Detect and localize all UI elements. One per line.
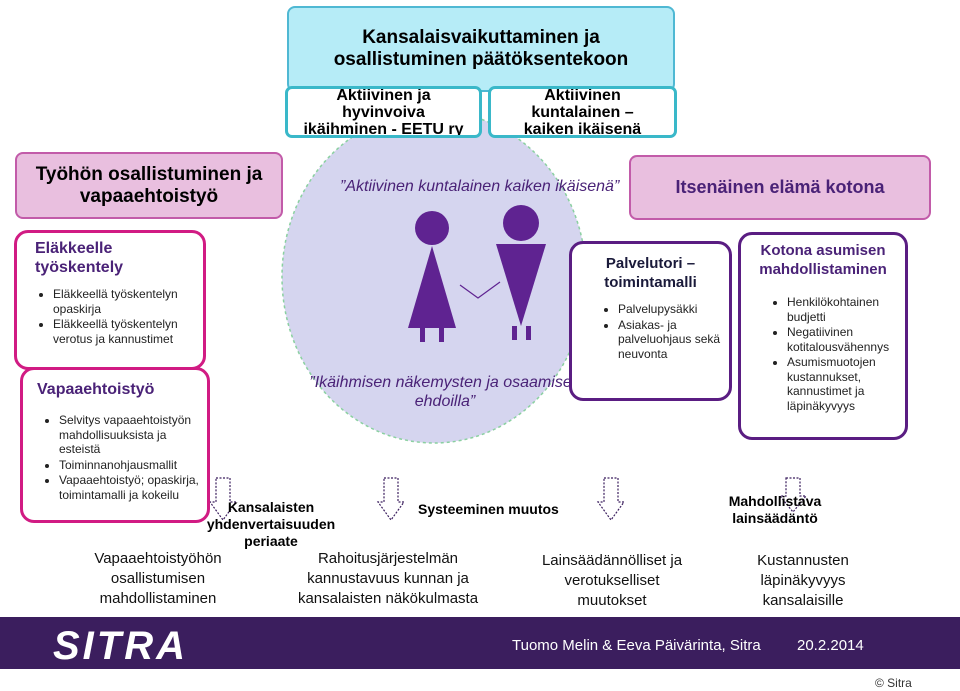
list-item: Asumismuotojen kustannukset, kannustimet…	[787, 355, 899, 413]
equality-line2: yhdenvertaisuuden	[206, 516, 336, 532]
service-title-line1: Palvelutori –	[605, 255, 696, 272]
home-living-box: Kotona asumisen mahdollistaminen Henkilö…	[738, 232, 908, 440]
service-title: Palvelutori – toimintamalli	[572, 244, 729, 292]
quote-center-line2: ehdoilla”	[414, 393, 476, 410]
active-elderly-line3: ikäihminen - EETU ry	[303, 120, 464, 138]
b2-line3: kansalaisten näkökulmasta	[297, 590, 479, 607]
active-elderly-line2: hyvinvoiva	[342, 103, 425, 121]
active-citizen-line1: Aktiivinen	[544, 86, 621, 104]
b3-line1: Lainsäädännölliset ja	[541, 552, 683, 569]
quote-center-line1: ”Ikäihmisen näkemysten ja osaamisen	[309, 374, 581, 391]
active-citizen-box: Aktiivinen kuntalainen – kaiken ikäisenä	[488, 86, 677, 138]
female-figure	[408, 211, 456, 342]
bottom-financing: Rahoitusjärjestelmän kannustavuus kunnan…	[285, 549, 491, 609]
list-item: Henkilökohtainen budjetti	[787, 295, 899, 324]
service-box: Palvelutori – toimintamalli Palvelupysäk…	[569, 241, 732, 401]
active-elderly-line1: Aktiivinen ja	[336, 86, 431, 104]
b1-line1: Vapaaehtoistyöhön	[94, 550, 222, 567]
top-title-line1: Kansalaisvaikuttaminen ja	[362, 27, 600, 48]
list-item: Selvitys vapaaehtoistyön mahdollisuuksis…	[59, 413, 207, 457]
quote-center: ”Ikäihmisen näkemysten ja osaamisen ehdo…	[300, 373, 590, 411]
b4-line3: kansalaisille	[762, 592, 844, 609]
b2-line1: Rahoitusjärjestelmän	[317, 550, 459, 567]
list-item: Toiminnanohjausmallit	[59, 458, 207, 473]
list-item: Negatiivinen kotitalousvähennys	[787, 325, 899, 354]
independent-living-box: Itsenäinen elämä kotona	[629, 155, 931, 220]
enabling-legislation: Mahdollistava lainsäädäntö	[710, 493, 840, 527]
independent-living-label: Itsenäinen elämä kotona	[675, 177, 885, 197]
home-title-line1: Kotona asumisen	[760, 242, 886, 259]
active-citizen-line2: kuntalainen –	[531, 103, 634, 121]
home-list: Henkilökohtainen budjetti Negatiivinen k…	[769, 295, 899, 413]
legislation-line1: Mahdollistava	[728, 493, 822, 509]
list-item: Asiakas- ja palveluohjaus sekä neuvonta	[618, 318, 723, 362]
retirement-title-line2: työskentely	[35, 259, 124, 276]
male-figure	[496, 205, 546, 340]
b3-line3: muutokset	[577, 592, 647, 609]
down-arrow-2	[376, 477, 406, 522]
b4-line1: Kustannusten	[757, 552, 849, 569]
b1-line3: mahdollistaminen	[99, 590, 217, 607]
home-title: Kotona asumisen mahdollistaminen	[741, 235, 905, 279]
retirement-list: Eläkkeellä työskentelyn opaskirja Eläkke…	[35, 287, 203, 346]
hands-line	[459, 281, 501, 299]
b2-line2: kannustavuus kunnan ja	[307, 570, 469, 587]
volunteer-list: Selvitys vapaaehtoistyön mahdollisuuksis…	[41, 413, 207, 502]
b3-line2: verotukselliset	[564, 572, 660, 589]
list-item: Palvelupysäkki	[618, 302, 723, 317]
bottom-volunteer-enable: Vapaaehtoistyöhön osallistumisen mahdoll…	[78, 549, 238, 609]
retirement-title-line1: Eläkkeelle	[35, 240, 113, 257]
copyright: © Sitra	[875, 676, 912, 690]
legislation-line2: lainsäädäntö	[732, 510, 818, 526]
retirement-work-box: Eläkkeelle työskentely Eläkkeellä työske…	[14, 230, 206, 370]
service-title-line2: toimintamalli	[604, 274, 697, 291]
work-line2: vapaaehtoistyö	[79, 185, 219, 207]
down-arrow-1	[208, 477, 238, 522]
down-arrow-4	[778, 477, 808, 513]
list-item: Eläkkeellä työskentelyn opaskirja	[53, 287, 203, 316]
equality-principle: Kansalaisten yhdenvertaisuuden periaate	[196, 499, 346, 550]
footer-bar	[0, 617, 960, 669]
b4-line2: läpinäkyvyys	[760, 572, 846, 589]
down-arrow-3	[596, 477, 626, 522]
retirement-title: Eläkkeelle työskentely	[17, 233, 203, 277]
service-list: Palvelupysäkki Asiakas- ja palveluohjaus…	[600, 302, 723, 361]
footer-date: 20.2.2014	[797, 637, 864, 654]
bottom-legal-tax: Lainsäädännölliset ja verotukselliset mu…	[526, 551, 698, 611]
quote-top: ”Aktiivinen kuntalainen kaiken ikäisenä”	[340, 178, 620, 195]
home-title-line2: mahdollistaminen	[759, 261, 887, 278]
equality-line1: Kansalaisten	[227, 499, 315, 515]
equality-line3: periaate	[244, 533, 298, 549]
sitra-logo: SITRA	[53, 624, 188, 668]
systemic-change: Systeeminen muutos	[418, 501, 559, 517]
active-elderly-box: Aktiivinen ja hyvinvoiva ikäihminen - EE…	[285, 86, 482, 138]
volunteer-title: Vapaaehtoistyö	[37, 381, 155, 398]
list-item: Eläkkeellä työskentelyn verotus ja kannu…	[53, 317, 203, 346]
active-citizen-line3: kaiken ikäisenä	[523, 120, 642, 138]
footer-authors: Tuomo Melin & Eeva Päivärinta, Sitra	[512, 637, 761, 654]
b1-line2: osallistumisen	[110, 570, 206, 587]
work-participation-box: Työhön osallistuminen ja vapaaehtoistyö	[15, 152, 283, 219]
list-item: Vapaaehtoistyö; opaskirja, toimintamalli…	[59, 473, 207, 502]
volunteer-box: Vapaaehtoistyö Selvitys vapaaehtoistyön …	[20, 367, 210, 523]
top-title-line2: osallistuminen päätöksentekoon	[333, 49, 629, 70]
top-title-box: Kansalaisvaikuttaminen ja osallistuminen…	[287, 6, 675, 92]
work-line1: Työhön osallistuminen ja	[35, 163, 263, 185]
bottom-cost-transparency: Kustannusten läpinäkyvyys kansalaisille	[733, 551, 873, 611]
